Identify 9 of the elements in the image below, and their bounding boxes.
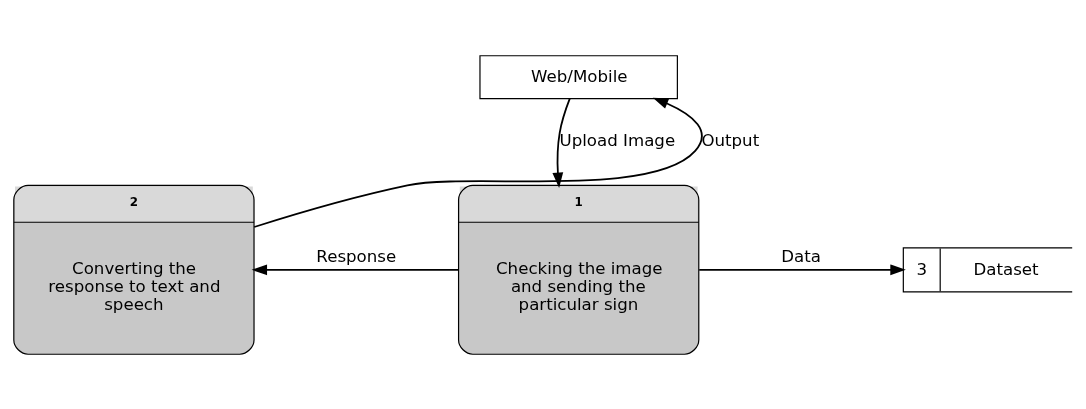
node-box: Web/Mobile <box>479 54 678 99</box>
arrow <box>552 97 571 188</box>
arrow <box>698 263 906 275</box>
edge-label: Response <box>316 246 397 266</box>
edge-label: Output <box>701 130 760 150</box>
edge-label: Upload Image <box>559 130 676 150</box>
arrow <box>251 263 460 275</box>
arrow <box>253 97 703 228</box>
edge-label: Data <box>781 246 821 266</box>
